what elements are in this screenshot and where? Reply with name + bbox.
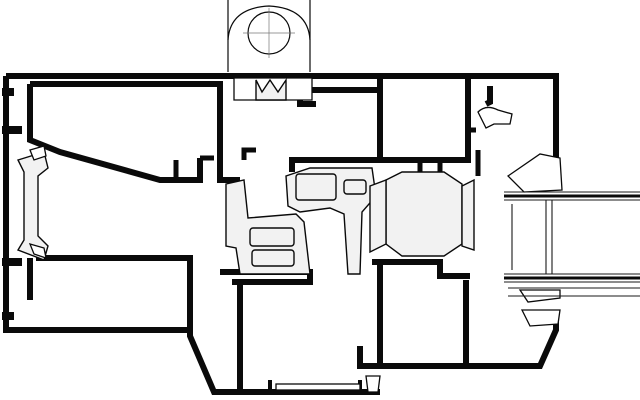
thermal-break-left (16, 145, 49, 261)
outer-frame-right (466, 73, 563, 369)
glazing-unit (504, 191, 640, 297)
sash-profile-right (357, 73, 475, 369)
thermal-break-center (225, 167, 377, 275)
detail-marker-icon (227, 0, 311, 72)
central-frame-lower (187, 258, 381, 395)
central-chamber-top (217, 73, 383, 183)
